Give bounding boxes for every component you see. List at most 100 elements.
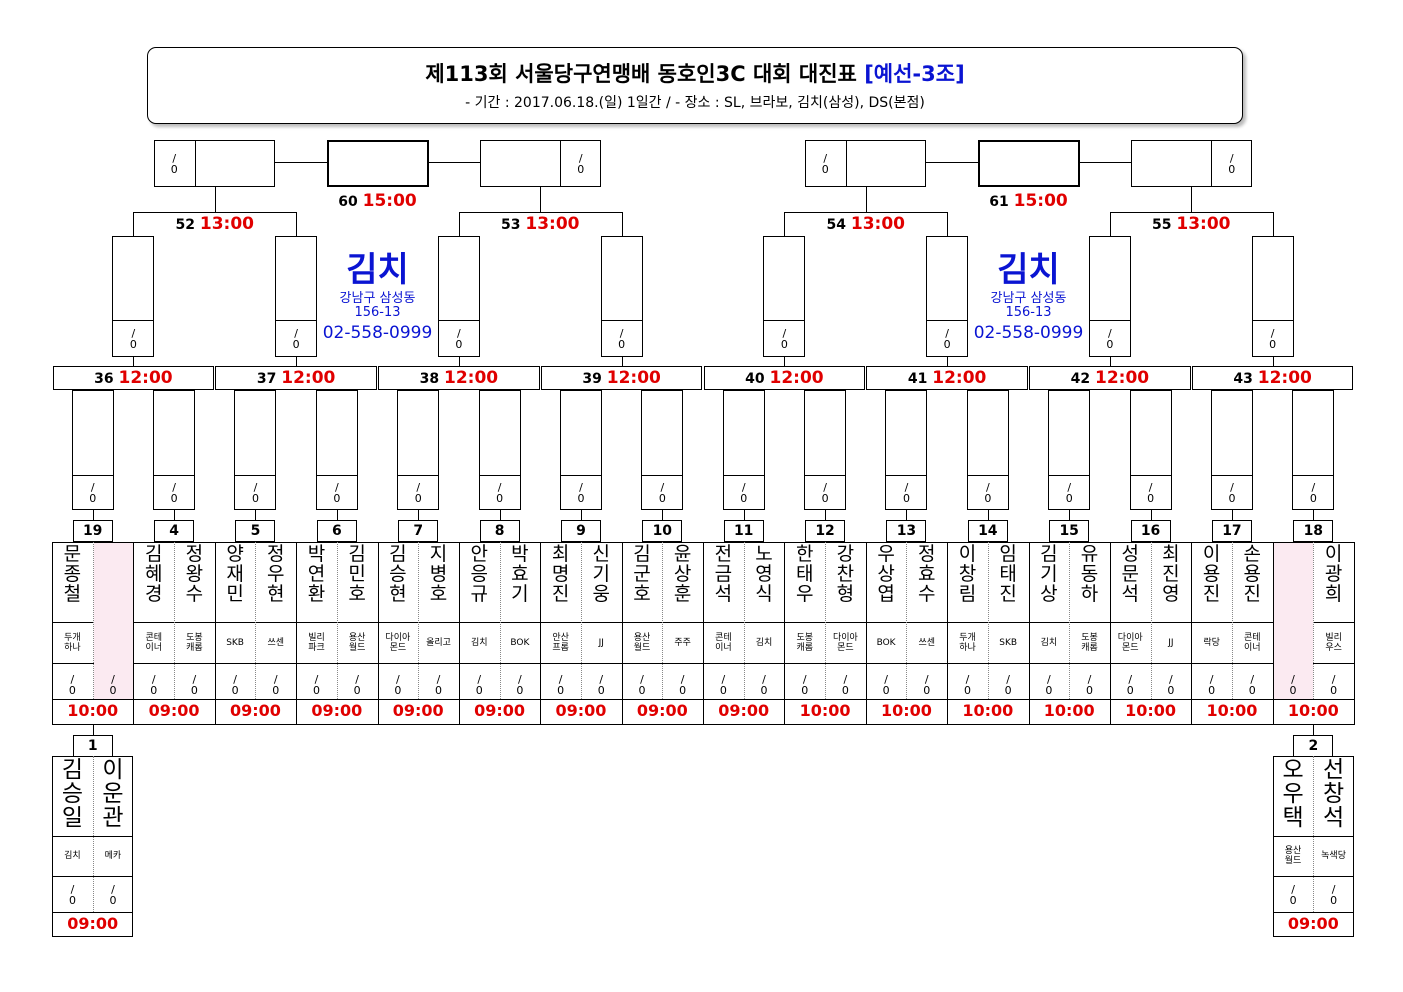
score-slash: / <box>70 883 75 896</box>
match-number: 55 <box>1152 217 1177 233</box>
club-line: 이너 <box>1244 642 1261 653</box>
quarter-label-box <box>703 366 866 390</box>
score-value: 0 <box>516 684 524 697</box>
score-value: 0 <box>1330 684 1338 697</box>
semi-box <box>437 236 480 357</box>
player-score: /0 <box>1204 674 1220 696</box>
match-time: 15:00 <box>362 191 417 211</box>
club-line: 도봉 <box>1081 632 1098 643</box>
box-rule <box>154 475 195 476</box>
semi-box <box>763 236 806 357</box>
finalist-box <box>1130 140 1252 187</box>
bracket-line <box>987 510 989 520</box>
bracket-line <box>621 355 623 366</box>
finalist-box <box>154 140 276 187</box>
player-club: 김치 <box>52 836 93 876</box>
quarter-label: 36 12:00 <box>73 368 193 388</box>
score-value: 0 <box>109 894 117 907</box>
score-value: 0 <box>1045 684 1053 697</box>
score-slash: / <box>1311 481 1316 494</box>
player-score: /0 <box>675 674 691 696</box>
match-number: 7 <box>413 523 424 539</box>
club-line: 용산 <box>348 632 366 643</box>
qualifier-box <box>966 390 1009 510</box>
player-score: /0 <box>553 674 569 696</box>
match-number: 37 <box>256 371 282 387</box>
match-number: 38 <box>419 371 444 387</box>
qualifier-score: /0 <box>492 482 508 504</box>
finalist-score: /0 <box>817 153 833 175</box>
score-slash: / <box>843 673 848 686</box>
match-number: 11 <box>733 523 754 539</box>
score-slash: / <box>1128 673 1133 686</box>
qualifier-box <box>641 390 684 510</box>
club-line: 우스 <box>1325 642 1342 653</box>
score-value: 0 <box>1228 492 1236 505</box>
semi-box <box>600 236 643 357</box>
qualifier-box <box>559 390 602 510</box>
bracket-line <box>1313 510 1315 520</box>
club-line: 콘테 <box>1244 632 1261 643</box>
qualifier-box <box>397 390 440 510</box>
player-score: /0 <box>919 674 935 696</box>
match-number: 53 <box>501 217 526 233</box>
venue-address: 강남구 삼성동 <box>339 291 416 306</box>
semi-score: /0 <box>125 328 141 350</box>
bracket-line <box>255 510 257 520</box>
player-score: /0 <box>1000 674 1016 696</box>
match-divider <box>296 542 298 725</box>
match-number: 60 <box>338 194 363 210</box>
score-slash: / <box>965 673 970 686</box>
score-value: 0 <box>923 684 931 697</box>
score-value: 0 <box>760 684 768 697</box>
semi-box <box>1251 236 1294 357</box>
score-slash: / <box>355 673 360 686</box>
box-rule <box>967 475 1008 476</box>
match-time: 12:00 <box>443 368 499 388</box>
qualifier-box <box>315 390 358 510</box>
club-line: 캐롬 <box>1081 642 1098 653</box>
match-number: 15 <box>1059 523 1079 539</box>
player-club: BOK <box>500 622 541 663</box>
match-divider <box>540 542 542 725</box>
score-slash: / <box>253 481 258 494</box>
score-value: 0 <box>801 684 809 697</box>
semi-score: /0 <box>288 328 304 350</box>
match-number-box: 4 <box>154 520 195 542</box>
final-label: 60 15:00 <box>318 191 438 211</box>
player-score: /0 <box>1082 674 1098 696</box>
player-divider <box>580 542 582 699</box>
qualifier-score: /0 <box>736 482 752 504</box>
bracket-line <box>336 510 338 520</box>
score-value: 0 <box>597 684 605 697</box>
player-club: 올리고 <box>418 622 459 663</box>
score-value: 0 <box>963 684 971 697</box>
match-time: 10:00 <box>799 701 851 720</box>
bracket-line <box>1109 355 1111 366</box>
match-time: 10:00 <box>67 701 119 720</box>
bracket-line <box>825 510 827 520</box>
match-number: 13 <box>896 523 917 539</box>
box-rule <box>560 475 601 476</box>
bracket-line <box>458 212 622 213</box>
bracket-line <box>580 510 582 520</box>
player-score: /0 <box>105 674 121 696</box>
qualifier-box <box>1292 390 1335 510</box>
score-slash: / <box>1331 673 1336 686</box>
match-time: 10:00 <box>1125 701 1177 720</box>
club-line: 올리고 <box>426 637 451 648</box>
player-score: /0 <box>1285 884 1301 906</box>
player-divider <box>255 542 257 699</box>
player-divider <box>1069 542 1071 699</box>
score-slash: / <box>782 327 787 340</box>
